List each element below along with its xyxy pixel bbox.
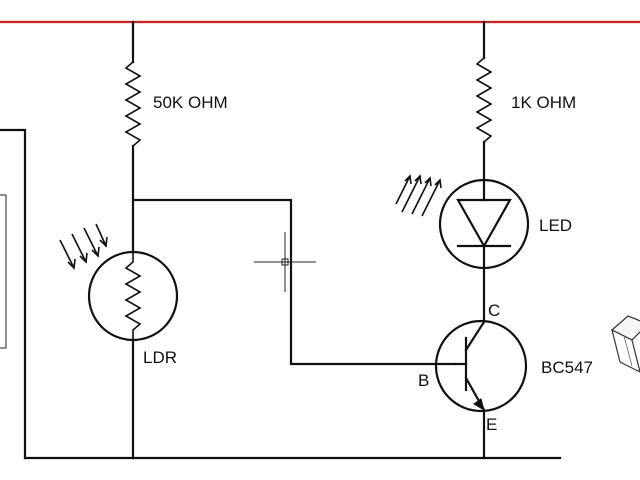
led-light-arrows-icon (395, 174, 442, 217)
ldr-label: LDR (143, 348, 177, 367)
resistor-1k[interactable]: 1K OHM (475, 20, 576, 182)
transistor-pin-collector: C (488, 301, 500, 320)
transistor-bc547[interactable]: BC547 C B E (418, 266, 593, 460)
led[interactable]: LED (438, 178, 572, 270)
crosshair-cursor-icon (254, 232, 316, 292)
base-bias-wire[interactable] (131, 198, 457, 366)
resistor-1k-label: 1K OHM (511, 93, 576, 112)
eraser-icon[interactable] (610, 315, 640, 373)
transistor-pin-emitter: E (486, 415, 497, 434)
led-label: LED (539, 216, 572, 235)
resistor-50k[interactable]: 50K OHM (124, 20, 228, 202)
ldr[interactable]: LDR (87, 198, 179, 460)
transistor-label: BC547 (541, 358, 593, 377)
transistor-pin-base: B (418, 371, 429, 390)
resistor-50k-label: 50K OHM (153, 93, 228, 112)
partial-left-component (0, 128, 27, 460)
ldr-light-arrows-icon (59, 223, 108, 270)
